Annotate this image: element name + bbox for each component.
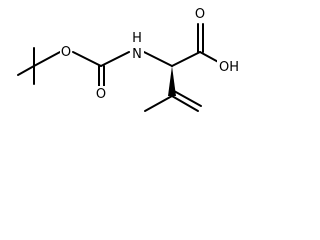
bond-tbu-to-ether-o: [33, 51, 61, 67]
atom-oh: OH: [219, 60, 239, 75]
bond-vinyl-double-ch2-1: [171, 95, 199, 112]
atom-n: N: [132, 47, 142, 62]
label-bg-oh: [217, 59, 243, 73]
atom-h-amine: H: [132, 31, 142, 46]
bond-alpha-c-to-acid-c: [171, 51, 201, 67]
boc-vinylglycine-structure: O O H N O OH: [17, 6, 243, 112]
bond-vinyl-c-to-methyl: [144, 95, 173, 112]
atom-o-carbonyl: O: [96, 87, 106, 102]
label-bg-o-acid-carbonyl: [194, 6, 206, 20]
bond-n-to-alpha-c: [143, 51, 173, 67]
label-bg-o-carbonyl: [95, 86, 107, 100]
wedge-bond-alpha-to-vinyl: [168, 66, 176, 96]
bond-ether-o-to-carbonyl-c: [72, 51, 102, 67]
label-bg-o-ether: [60, 44, 72, 58]
bond-vinyl-double-ch2-2: [173, 90, 202, 107]
bond-carbonyl-c-to-n: [100, 51, 130, 67]
label-bg-n: [130, 46, 144, 60]
atom-o-ether: O: [61, 45, 71, 60]
bond-tbu-methyl-left: [17, 65, 35, 76]
atom-o-acid-carbonyl: O: [195, 7, 205, 22]
